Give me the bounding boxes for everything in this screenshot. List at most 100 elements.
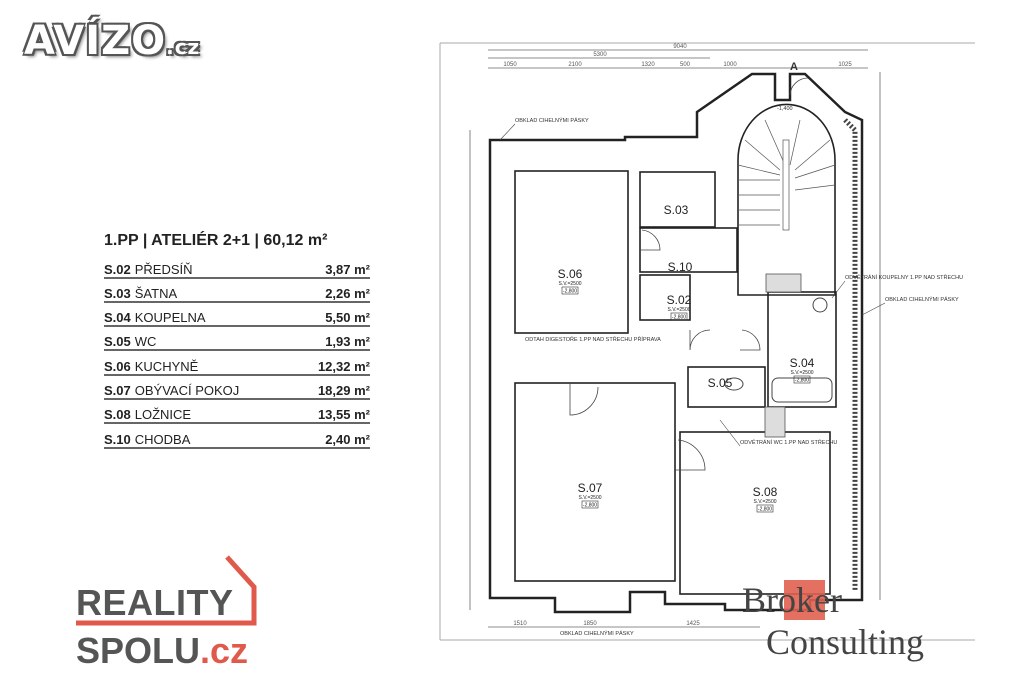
shaft bbox=[764, 406, 786, 438]
room-code: S.07 bbox=[104, 382, 131, 398]
dim-label: 1510 bbox=[513, 621, 527, 627]
room-ceiling-height: S.V.=2500 bbox=[790, 370, 813, 376]
room-name: OBÝVACÍ POKOJ bbox=[134, 382, 240, 398]
broker-consulting-logo: Broker Consulting bbox=[740, 576, 970, 676]
room-ceiling-height: S.V.=2500 bbox=[558, 281, 581, 287]
washbasin-icon bbox=[812, 297, 828, 313]
room-area: 2,40 m² bbox=[325, 431, 370, 447]
dim-label: 1850 bbox=[583, 621, 597, 627]
room-code: S.05 bbox=[104, 334, 131, 350]
room-name: LOŽNICE bbox=[134, 407, 192, 423]
dimension-lines bbox=[469, 49, 881, 628]
room-ceiling-height: S.V.=2500 bbox=[667, 307, 690, 313]
door-swings bbox=[569, 77, 809, 471]
room-label: S.03 bbox=[664, 203, 689, 217]
room-s06-walls bbox=[514, 170, 629, 334]
level-tag bbox=[670, 312, 688, 321]
room-area: 1,93 m² bbox=[325, 334, 370, 350]
room-area: 13,55 m² bbox=[317, 407, 370, 423]
room-area: 18,29 m² bbox=[317, 382, 370, 398]
avizo-logo-suffix: .cz bbox=[166, 35, 201, 59]
dim-label: 1000 bbox=[723, 62, 737, 68]
toilet-icon bbox=[724, 377, 744, 391]
dim-label: 1050 bbox=[503, 62, 517, 68]
broker-logo-line2: Consulting bbox=[766, 622, 925, 662]
dim-top-left: 5300 bbox=[593, 52, 607, 58]
reality-logo-line2: SPOLU.cz bbox=[76, 631, 248, 671]
room-s04-walls bbox=[767, 291, 837, 408]
dim-label: 1425 bbox=[686, 621, 700, 627]
room-area: 12,32 m² bbox=[317, 358, 370, 374]
room-label: S.08 bbox=[753, 485, 778, 499]
room-code: S.10 bbox=[104, 431, 131, 447]
reality-logo-spolu: SPOLU bbox=[76, 630, 201, 671]
room-label: S.07 bbox=[578, 481, 603, 495]
note-cladding-top: OBKLAD CIHELNÝMI PÁSKY bbox=[515, 117, 589, 124]
note-bath-vent: ODVĚTRÁNÍ KOUPELNY 1.PP NAD STŘECHU bbox=[845, 273, 963, 281]
room-code: S.03 bbox=[104, 285, 131, 301]
room-label: S.05 bbox=[708, 376, 733, 390]
stair-steps bbox=[737, 119, 836, 231]
note-cladding-right: OBKLAD CIHELNÝMI PÁSKY bbox=[885, 296, 959, 303]
room-floor-level: -2,800 bbox=[563, 289, 577, 295]
room-code: S.08 bbox=[104, 407, 131, 423]
room-s05-walls bbox=[687, 366, 766, 408]
brick-cladding bbox=[843, 118, 858, 590]
room-area: 5,50 m² bbox=[325, 310, 370, 326]
room-name: PŘEDSÍŇ bbox=[134, 261, 193, 277]
dim-label: 2100 bbox=[568, 62, 582, 68]
note-wc-vent: ODVĚTRÁNÍ WC 1.PP NAD STŘECHU bbox=[740, 438, 837, 446]
room-name: WC bbox=[134, 334, 157, 350]
room-label: S.04 bbox=[790, 356, 815, 370]
dim-label: 1320 bbox=[641, 62, 655, 68]
reality-logo-suffix: .cz bbox=[200, 630, 249, 671]
level-tag bbox=[756, 504, 774, 513]
room-name: CHODBA bbox=[134, 431, 191, 447]
outer-wall bbox=[488, 72, 864, 614]
broker-red-square bbox=[784, 580, 825, 620]
room-code: S.04 bbox=[104, 310, 131, 326]
room-name: KUCHYNĚ bbox=[134, 358, 199, 374]
reality-logo-line1: REALITY bbox=[76, 582, 234, 623]
section-marker: A bbox=[790, 61, 798, 73]
room-area: 3,87 m² bbox=[325, 261, 370, 277]
house-roof-icon bbox=[76, 555, 257, 626]
room-name: ŠATNA bbox=[134, 285, 178, 301]
room-label: S.06 bbox=[558, 267, 583, 281]
avizo-logo: AVÍZO.cz bbox=[24, 18, 200, 64]
level-tag bbox=[561, 286, 579, 295]
room-s02-walls bbox=[639, 274, 691, 321]
room-code: S.02 bbox=[104, 261, 131, 277]
dim-label: 1025 bbox=[838, 62, 852, 68]
room-s07-walls bbox=[514, 382, 676, 582]
note-hood: ODTAH DIGESTOŘE 1.PP NAD STŘECHU PŘÍPRAV… bbox=[525, 335, 661, 343]
avizo-logo-text: AVÍZO bbox=[24, 18, 167, 64]
room-label: S.10 bbox=[668, 260, 693, 274]
room-ceiling-height: S.V.=2500 bbox=[578, 495, 601, 501]
room-code: S.06 bbox=[104, 358, 131, 374]
room-floor-level: -2,800 bbox=[583, 503, 597, 509]
room-floor-level: -2,800 bbox=[758, 507, 772, 513]
room-floor-level: -2,800 bbox=[672, 315, 686, 321]
dim-label: 500 bbox=[680, 62, 691, 68]
staircase-walls bbox=[737, 103, 836, 296]
room-floor-level: -2,800 bbox=[795, 378, 809, 384]
room-s03-walls bbox=[639, 171, 716, 228]
